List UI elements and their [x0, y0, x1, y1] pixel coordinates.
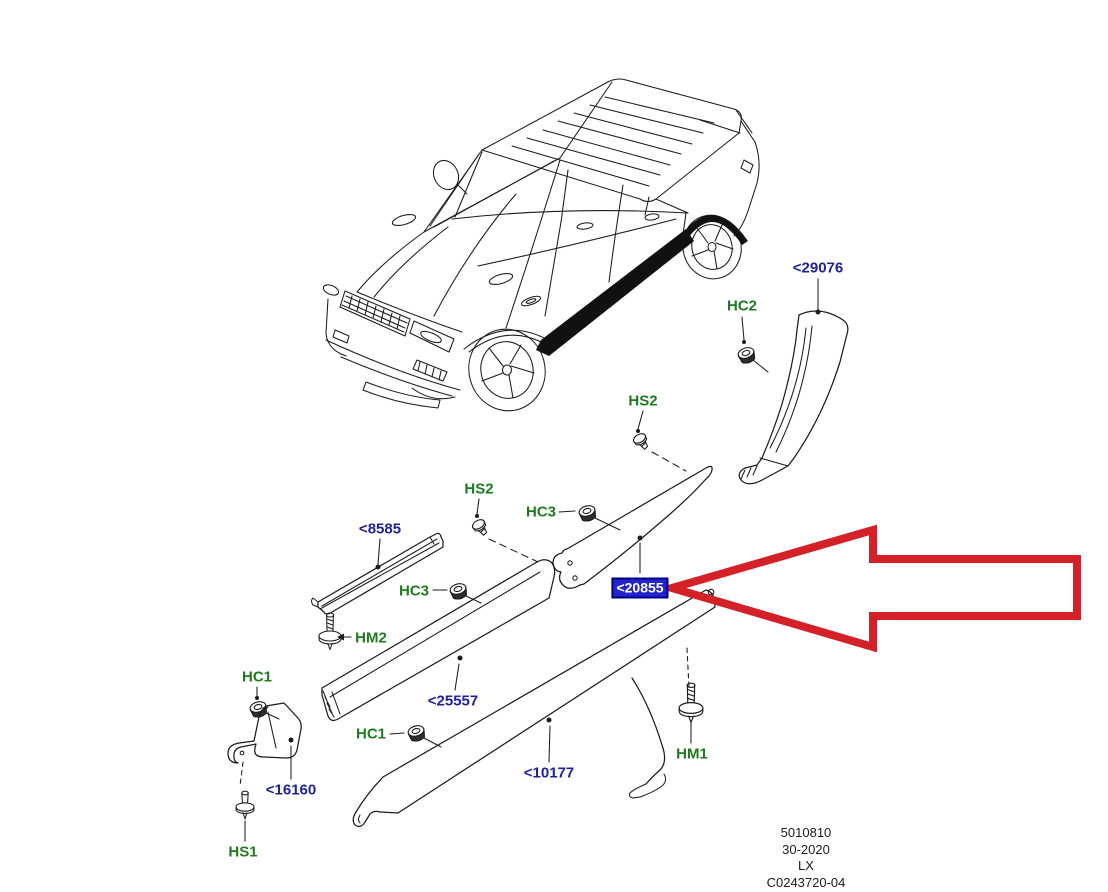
- fastener-label-hm2[interactable]: HM2: [355, 629, 387, 647]
- part-8585-drawing: [310, 532, 444, 615]
- model-code: LX: [798, 858, 814, 873]
- fastener-label-hc1-left[interactable]: HC1: [241, 668, 273, 686]
- fastener-label-hc2[interactable]: HC2: [726, 297, 758, 315]
- hc3-clip-icon-left: [432, 581, 482, 604]
- hc2-clip-icon: [736, 316, 769, 373]
- hm2-rivet-icon: [318, 612, 352, 651]
- part-label-25557[interactable]: <25557: [427, 692, 479, 710]
- drawing-number: C0243720-04: [766, 874, 846, 890]
- highlight-arrow: [657, 524, 1081, 653]
- hc3-clip-icon-right: [558, 503, 621, 531]
- hs2-screw-icon-mid: [470, 498, 539, 563]
- hc1-clip-icon-right: [389, 723, 442, 748]
- catalog-number: 5010810: [780, 825, 832, 840]
- fastener-label-hs1[interactable]: HS1: [228, 843, 258, 861]
- catalog-stamp: 5010810 30-2020 LX C0243720-04: [767, 825, 846, 891]
- part-29076-drawing: [738, 278, 849, 485]
- part-label-10177[interactable]: <10177: [523, 764, 575, 782]
- fastener-label-hc1-right[interactable]: HC1: [355, 725, 387, 743]
- part-label-8585[interactable]: <8585: [358, 520, 402, 538]
- part-label-29076[interactable]: <29076: [792, 259, 844, 277]
- vehicle-illustration: [322, 78, 760, 412]
- fastener-label-hc3-right[interactable]: HC3: [525, 503, 557, 521]
- fastener-label-hc3-left[interactable]: HC3: [398, 582, 430, 600]
- grille-drawing: [339, 290, 411, 337]
- part-16160-drawing: [227, 702, 302, 787]
- hs2-screw-icon-upper: [631, 410, 687, 472]
- mirror-drawing: [432, 159, 468, 195]
- part-20855-drawing: [552, 465, 713, 589]
- fastener-label-hs2-upper[interactable]: HS2: [628, 392, 658, 410]
- fastener-label-hs2-mid[interactable]: HS2: [464, 480, 494, 498]
- hc1-clip-icon-left: [248, 686, 280, 720]
- part-label-16160[interactable]: <16160: [265, 781, 317, 799]
- sill-highlight-stripe: [536, 229, 694, 356]
- fastener-label-hm1[interactable]: HM1: [676, 745, 708, 763]
- part-25557-drawing: [321, 559, 556, 722]
- part-label-20855-highlighted[interactable]: <20855: [611, 577, 669, 599]
- hs1-pin-icon: [235, 790, 255, 842]
- section-number: 30-2020: [782, 841, 830, 857]
- rear-wheel-drawing: [676, 214, 748, 280]
- part-10177-drawing: [352, 588, 716, 828]
- hm1-rivet-icon: [678, 647, 704, 744]
- front-wheel-drawing: [463, 328, 551, 412]
